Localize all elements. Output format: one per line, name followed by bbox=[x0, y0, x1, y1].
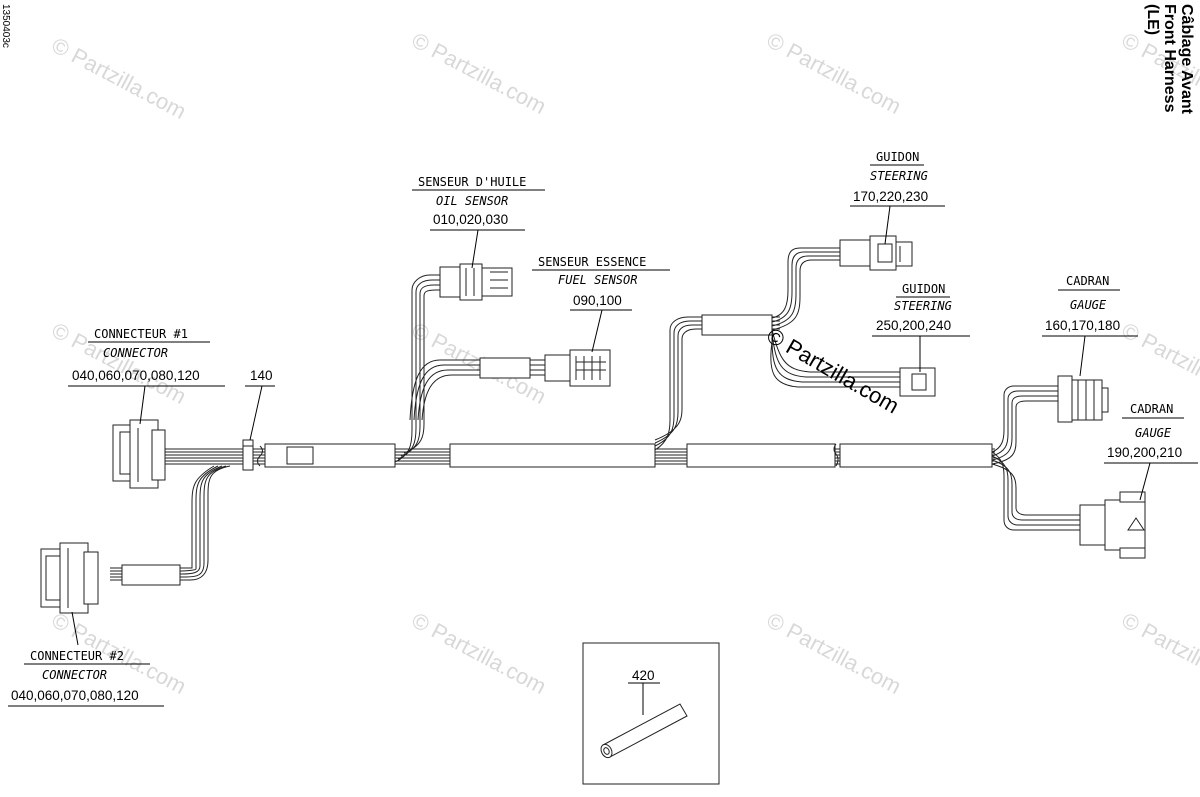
callout-steering-1: GUIDON STEERING 170,220,230 bbox=[850, 150, 945, 245]
callout-fuel-sensor-fr: SENSEUR ESSENCE bbox=[538, 255, 646, 269]
callout-connector-2-parts: 040,060,070,080,120 bbox=[11, 688, 139, 703]
callout-oil-sensor-en: OIL SENSOR bbox=[436, 194, 508, 208]
callout-fuel-sensor-en: FUEL SENSOR bbox=[558, 273, 637, 287]
callout-connector-1-parts: 040,060,070,080,120 bbox=[72, 368, 200, 383]
watermark: © Partzilla.com bbox=[408, 607, 551, 699]
title-line-2: Front Harness bbox=[1161, 4, 1178, 113]
callout-connector-2: CONNECTEUR #2 CONNECTOR 040,060,070,080,… bbox=[8, 611, 164, 707]
main-harness-trunk bbox=[215, 443, 995, 468]
callout-gauge-1-parts: 160,170,180 bbox=[1045, 318, 1120, 333]
tube-420 bbox=[600, 703, 688, 759]
callout-gauge-1-fr: CADRAN bbox=[1066, 274, 1109, 288]
steering-branch bbox=[654, 235, 936, 451]
callout-gauge-1: CADRAN GAUGE 160,170,180 bbox=[1042, 274, 1138, 377]
connector-2-branch bbox=[110, 465, 231, 586]
watermark: © Partzilla.com bbox=[763, 607, 906, 699]
callout-fuel-sensor: SENSEUR ESSENCE FUEL SENSOR 090,100 bbox=[532, 255, 670, 353]
title-line-1: Câblage Avant bbox=[1178, 4, 1195, 115]
callout-connector-2-fr: CONNECTEUR #2 bbox=[30, 649, 124, 663]
callout-connector-1-fr: CONNECTEUR #1 bbox=[94, 327, 188, 341]
clamp-140 bbox=[242, 439, 254, 471]
callout-connector-1-en: CONNECTOR bbox=[103, 346, 168, 360]
watermark: © Partzilla.com bbox=[763, 27, 906, 119]
callout-140: 140 bbox=[245, 368, 275, 441]
callout-gauge-2-en: GAUGE bbox=[1135, 426, 1172, 440]
connector-2 bbox=[40, 542, 99, 614]
callout-connector-1: CONNECTEUR #1 CONNECTOR 040,060,070,080,… bbox=[68, 327, 225, 425]
callout-gauge-2-parts: 190,200,210 bbox=[1107, 445, 1182, 460]
callout-connector-2-en: CONNECTOR bbox=[42, 668, 107, 682]
callout-oil-sensor-parts: 010,020,030 bbox=[433, 212, 508, 227]
callout-140-number: 140 bbox=[250, 368, 273, 383]
callout-steering-2-fr: GUIDON bbox=[902, 282, 945, 296]
callout-steering-2-parts: 250,200,240 bbox=[876, 318, 951, 333]
inset-frame bbox=[582, 642, 720, 785]
watermark-layer: © Partzilla.com © Partzilla.com © Partzi… bbox=[48, 27, 1200, 699]
callout-gauge-2-fr: CADRAN bbox=[1130, 402, 1173, 416]
page-title: Câblage Avant Front Harness (LE) bbox=[1144, 4, 1195, 115]
callout-oil-sensor: SENSEUR D'HUILE OIL SENSOR 010,020,030 bbox=[412, 175, 545, 269]
callout-oil-sensor-fr: SENSEUR D'HUILE bbox=[418, 175, 526, 189]
watermark: © Partzilla.com bbox=[408, 27, 551, 119]
callout-steering-1-fr: GUIDON bbox=[876, 150, 919, 164]
watermark: © Partzilla.com bbox=[1118, 317, 1200, 409]
callout-gauge-2: CADRAN GAUGE 190,200,210 bbox=[1104, 402, 1198, 501]
gauge-branch bbox=[991, 375, 1146, 559]
callout-steering-2-en: STEERING bbox=[894, 299, 952, 313]
oil-fuel-branch bbox=[394, 263, 611, 463]
title-line-3: (LE) bbox=[1144, 4, 1161, 35]
connector-1 bbox=[112, 419, 248, 489]
watermark: © Partzilla.com bbox=[48, 32, 191, 124]
watermark: © Partzilla.com bbox=[1118, 607, 1200, 699]
callout-fuel-sensor-parts: 090,100 bbox=[573, 293, 622, 308]
callout-gauge-1-en: GAUGE bbox=[1070, 298, 1107, 312]
callout-steering-2: GUIDON STEERING 250,200,240 bbox=[872, 282, 970, 372]
watermark-center: © Partzilla.com bbox=[763, 323, 904, 419]
drawing-id: 1350403c bbox=[0, 4, 11, 48]
callout-steering-1-parts: 170,220,230 bbox=[853, 189, 928, 204]
tube-inset: 420 bbox=[582, 642, 720, 785]
callout-420-number: 420 bbox=[632, 668, 655, 683]
callout-steering-1-en: STEERING bbox=[870, 169, 928, 183]
